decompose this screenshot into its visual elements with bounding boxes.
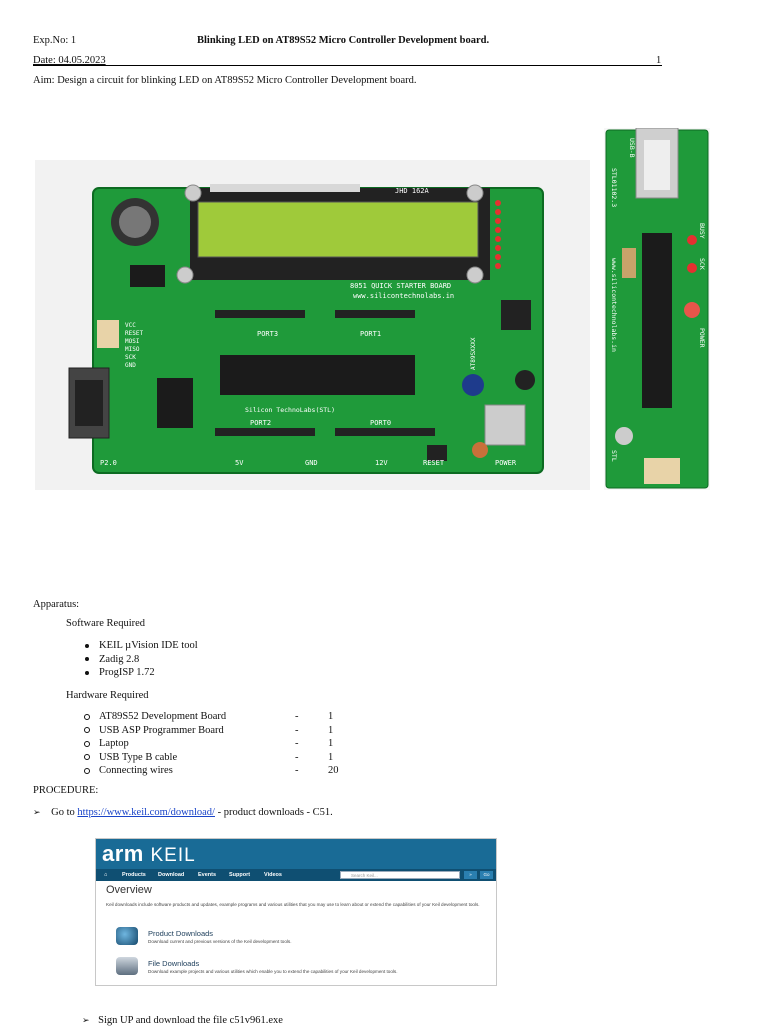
5v-label: 5V [235,459,244,467]
aim-text: Aim: Design a circuit for blinking LED o… [33,75,417,86]
port2-label: PORT2 [250,419,271,427]
hardware-list: AT89S52 Development Board-1 USB ASP Prog… [84,710,399,778]
list-item: USB Type B cable-1 [84,751,399,765]
p20-label: P2.0 [100,459,117,467]
isp-reset-label: RESET [125,330,143,337]
power-label: POWER [495,459,517,467]
reset-label: RESET [423,459,445,467]
development-board-photo: JHD 162A 8051 QUICK STARTER BOARD www.si… [35,160,590,490]
experiment-date: Date: 04.05.2023 [33,55,106,66]
file-downloads-link[interactable]: File Downloads [148,959,200,968]
port1-label: PORT1 [360,330,381,338]
apparatus-heading: Apparatus: [33,599,80,610]
busy-label: BUSY [698,223,706,239]
procedure-heading: PROCEDURE: [33,785,99,796]
software-list: KEIL µVision IDE tool Zadig 2.8 ProgISP … [85,639,198,680]
page-number: 1 [656,55,662,66]
software-heading: Software Required [66,618,146,629]
gnd-label: GND [305,459,318,467]
list-item: Connecting wires-20 [84,764,399,778]
board-url-label: www.silicontechnolabs.in [353,292,454,300]
list-item: AT89S52 Development Board-1 [84,710,399,724]
keil-header: arm KEIL [96,839,496,869]
file-downloads-desc: Download example projects and various ut… [148,969,398,974]
stl-version-label: STL01102.3 [610,168,618,207]
nav-events[interactable]: Events [198,872,217,878]
sck-label: SCK [698,258,706,270]
list-item: Laptop-1 [84,737,399,751]
isp-mosi-label: MOSI [125,338,140,345]
keil-download-link[interactable]: https://www.keil.com/download/ [77,807,215,818]
isp-sck-label: SCK [125,354,136,361]
keil-search-input[interactable]: Search Keil... [340,871,460,879]
usb-programmer-photo: USB-B STL01102.3 BUSY SCK POWER www.sili… [604,128,710,490]
isp-miso-label: MISO [125,346,140,353]
home-icon[interactable]: ⌂ [104,872,108,878]
isp-vcc-label: VCC [125,322,136,329]
keil-overview-title: Overview [106,884,152,896]
nav-products[interactable]: Products [122,872,146,878]
keil-website-screenshot: arm KEIL ⌂ Products Download Events Supp… [95,838,497,986]
hardware-heading: Hardware Required [66,690,149,701]
board-title-label: 8051 QUICK STARTER BOARD [350,282,451,290]
12v-label: 12V [375,459,388,467]
list-item: USB ASP Programmer Board-1 [84,724,399,738]
nav-download[interactable]: Download [158,872,185,878]
product-downloads-desc: Download current and previous versions o… [148,939,292,944]
prog-url-label: www.silicontechnolabs.in [610,258,618,352]
arrow-bullet-icon: ➢ [82,1016,90,1026]
chip-label: AT89SXXXX [470,337,477,370]
isp-gnd-label: GND [125,362,136,369]
list-item: ProgISP 1.72 [85,666,198,680]
prog-brand-label: STL [610,450,618,462]
prog-power-label: POWER [698,328,706,348]
keil-search-button[interactable]: » [464,871,477,879]
keil-overview-description: Keil downloads include software products… [106,902,480,907]
nav-videos[interactable]: Videos [264,872,282,878]
procedure-step-2: ➢ Sign UP and download the file c51v961.… [82,1015,283,1026]
port0-label: PORT0 [370,419,391,427]
port3-label: PORT3 [257,330,278,338]
product-downloads-link[interactable]: Product Downloads [148,929,214,938]
lcd-label: JHD 162A [395,187,430,195]
file-downloads-icon [116,957,138,975]
usb-b-label: USB-B [628,138,636,158]
procedure-step-1: ➢ Go to https://www.keil.com/download/ -… [33,807,333,818]
keil-logo: arm KEIL [102,841,196,866]
keil-go-button[interactable]: Go [480,871,493,879]
list-item: Zadig 2.8 [85,653,198,667]
nav-support[interactable]: Support [229,872,251,878]
experiment-number: Exp.No: 1 [33,35,77,46]
brand-label: Silicon TechnoLabs(STL) [245,406,335,414]
arrow-bullet-icon: ➢ [33,808,41,818]
experiment-title: Blinking LED on AT89S52 Micro Controller… [197,35,490,46]
header-rule [33,65,662,66]
product-downloads-icon [116,927,138,945]
list-item: KEIL µVision IDE tool [85,639,198,653]
